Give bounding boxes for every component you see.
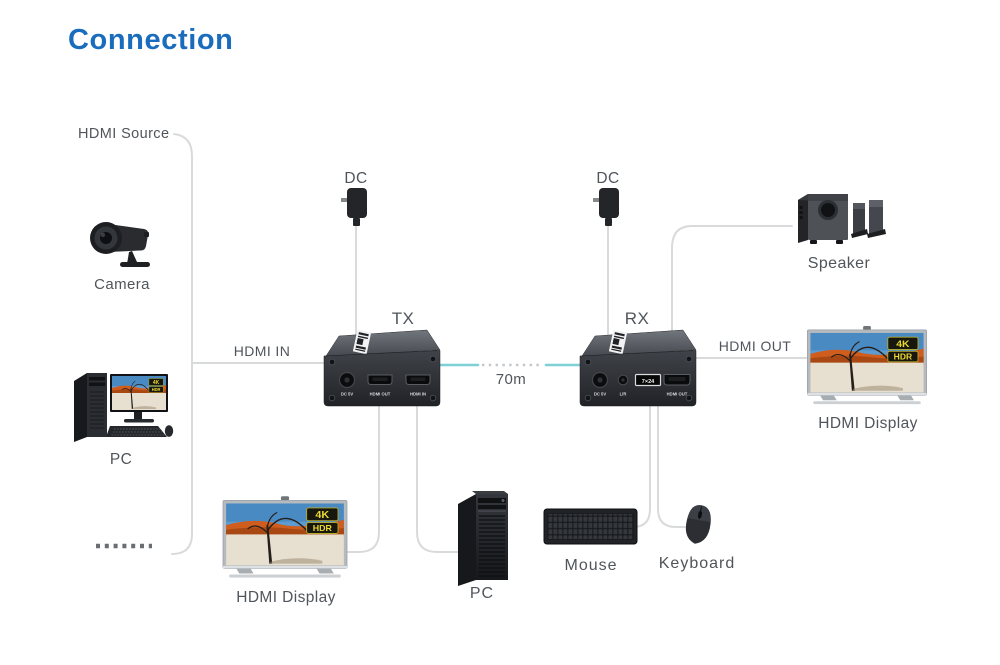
label-hdmi-source: HDMI Source — [78, 126, 170, 142]
rx-display-text: 7×24 — [642, 379, 655, 385]
camera-illustration — [90, 222, 150, 267]
label-speaker: Speaker — [807, 255, 871, 272]
line-rx-mouse — [657, 403, 686, 528]
hdmi-display-bottom-illustration: 4K HDR — [222, 496, 348, 578]
badge-4k: 4K — [896, 339, 910, 350]
page-title: Connection — [68, 24, 234, 56]
keyboard-illustration — [543, 508, 638, 545]
badge-hdr: HDR — [152, 387, 161, 392]
badge-hdr: HDR — [313, 524, 332, 534]
label-dc-rx: DC — [596, 170, 620, 187]
rx-port-label-hdmi-out: HDMI OUT — [667, 392, 688, 397]
pc-left-illustration: 4K HDR — [74, 373, 174, 442]
label-rx: RX — [624, 309, 650, 328]
label-pc-left: PC — [109, 451, 133, 468]
badge-4k: 4K — [153, 380, 160, 386]
label-hdmi-out: HDMI OUT — [718, 338, 792, 354]
label-pc-bottom: PC — [469, 585, 495, 602]
rx-display-window — [634, 373, 662, 387]
label-camera: Camera — [94, 276, 150, 293]
label-hdmi-display-right: HDMI Display — [818, 415, 918, 432]
label-tx: TX — [391, 309, 415, 328]
badge-4k: 4K — [315, 510, 329, 521]
label-distance: 70m — [495, 371, 527, 388]
dc-adapter-rx — [593, 188, 619, 226]
label-mouse: Mouse — [564, 557, 618, 574]
rx-port-label-dc: DC 5V — [594, 392, 607, 397]
tx-port-label-dc: DC 5V — [341, 392, 354, 397]
label-keyboard: Keyboard — [658, 555, 736, 572]
label-hdmi-in: HDMI IN — [233, 343, 291, 359]
device-sticker — [352, 329, 372, 355]
label-dc-tx: DC — [344, 170, 368, 187]
label-hdmi-display-bottom: HDMI Display — [236, 589, 336, 606]
tx-port-label-hdmi-in: HDMI IN — [410, 392, 426, 397]
line-hdmi-source-bracket — [171, 133, 193, 555]
line-tx-pc — [416, 403, 459, 553]
tx-extender-box: DC 5V HDMI OUT HDMI IN — [323, 329, 441, 407]
tx-port-label-hdmi-out: HDMI OUT — [370, 392, 391, 397]
mouse-illustration — [685, 505, 711, 544]
rx-extender-box: 7×24 DC 5V L/R HDMI OUT — [579, 329, 697, 407]
device-sticker — [608, 329, 628, 355]
line-tx-display — [345, 403, 380, 553]
hdmi-display-right-illustration: 4K HDR — [806, 326, 928, 405]
line-rx-speaker — [671, 225, 793, 343]
badge-hdr: HDR — [894, 353, 912, 362]
pc-tower-illustration — [458, 491, 508, 586]
dc-adapter-tx — [341, 188, 367, 226]
speaker-illustration — [798, 194, 886, 244]
rx-port-label-audio: L/R — [620, 392, 627, 397]
